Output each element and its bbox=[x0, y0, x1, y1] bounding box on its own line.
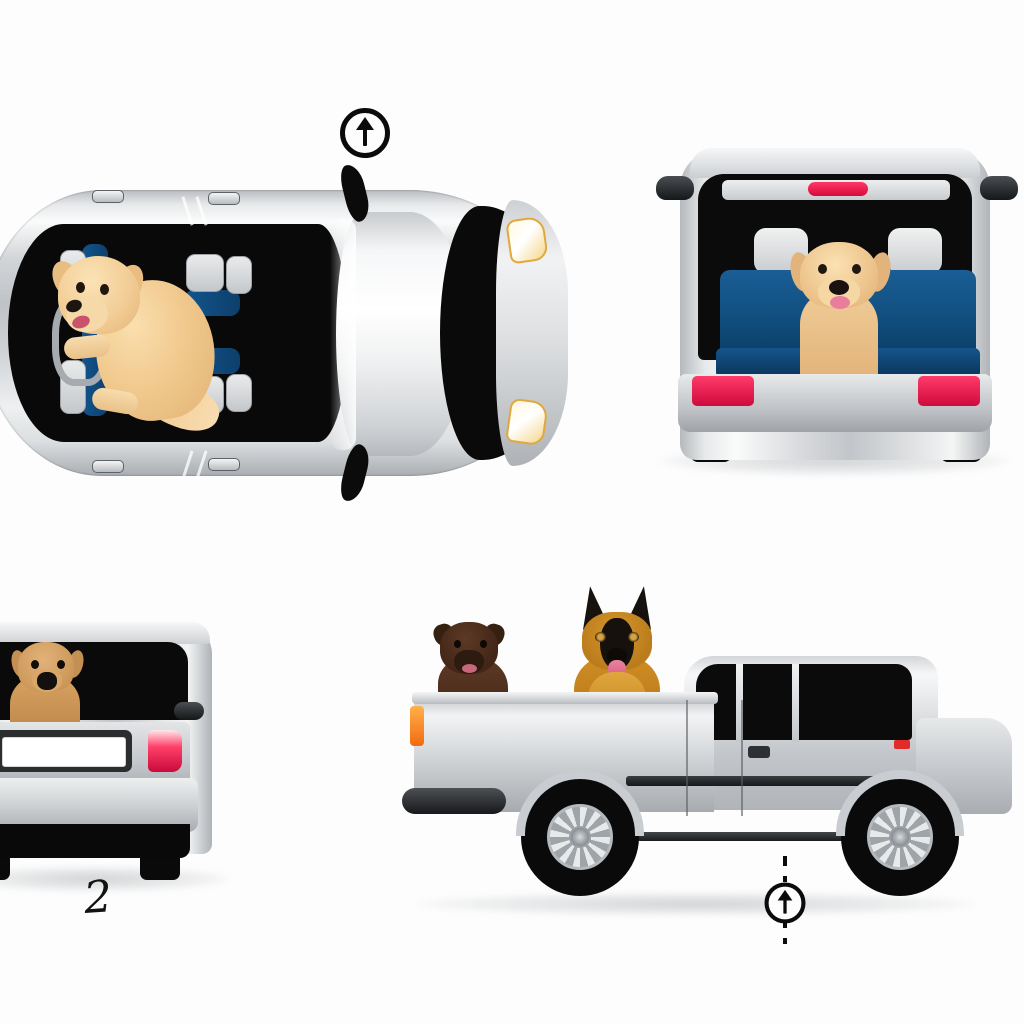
taillight-right bbox=[918, 376, 980, 406]
up-arrow-icon bbox=[356, 117, 374, 130]
car-windshield bbox=[330, 218, 356, 450]
handwritten-number-annotation: 2 bbox=[82, 871, 114, 924]
dog-nose bbox=[829, 280, 849, 295]
lower-valance bbox=[0, 824, 190, 858]
running-board bbox=[636, 832, 916, 841]
wagon-roof bbox=[690, 148, 980, 178]
panel-top-view-car bbox=[0, 162, 580, 504]
sedan-roof bbox=[0, 622, 210, 644]
door-handle bbox=[208, 458, 240, 471]
wheel-hub-front bbox=[889, 826, 911, 848]
rear-bumper bbox=[402, 788, 506, 814]
bed-rail bbox=[412, 692, 718, 704]
side-mirror-left bbox=[656, 176, 694, 200]
door-seam bbox=[686, 700, 688, 816]
arrow-shaft bbox=[783, 892, 787, 914]
dog-tongue bbox=[462, 664, 477, 673]
panel-pickup-truck-side bbox=[396, 584, 1024, 930]
wheel-rim-rear bbox=[547, 804, 613, 870]
dog-eye-right bbox=[852, 264, 861, 274]
wheel-left bbox=[0, 854, 10, 880]
dashed-guide-line-upper bbox=[783, 856, 787, 882]
panel-rear-view-wagon bbox=[650, 140, 1024, 500]
dashed-guide-line-lower bbox=[783, 918, 787, 944]
window-pillar bbox=[792, 664, 799, 742]
door-handle bbox=[208, 192, 240, 205]
dog-eye-right bbox=[480, 640, 487, 648]
dog-eye-left bbox=[31, 660, 39, 669]
door-handle bbox=[748, 746, 770, 758]
dog-eye-left bbox=[818, 264, 827, 274]
side-marker-light bbox=[894, 740, 910, 749]
wheel-hub-rear bbox=[569, 826, 591, 848]
headrest-rear-left-side bbox=[226, 256, 252, 294]
ground-shadow bbox=[0, 866, 230, 892]
wheel-right bbox=[140, 854, 180, 880]
cab-window-glass bbox=[696, 664, 912, 740]
dog-nose bbox=[37, 672, 57, 690]
headrest-right bbox=[888, 228, 942, 274]
window-pillar bbox=[736, 664, 743, 742]
rear-bumper bbox=[0, 778, 198, 832]
dog-eye-right bbox=[57, 660, 65, 669]
dog-eye-right bbox=[100, 284, 109, 295]
dog-nose bbox=[607, 648, 627, 663]
side-mirror-right bbox=[174, 702, 204, 720]
dog-eye-left bbox=[595, 632, 606, 642]
bed-marker-light bbox=[410, 706, 424, 746]
dog-eye-left bbox=[76, 282, 85, 293]
arrow-shaft bbox=[363, 120, 367, 146]
license-plate bbox=[2, 737, 126, 767]
taillight-left bbox=[692, 376, 754, 406]
up-arrow-icon bbox=[777, 889, 793, 901]
headrest-rear-left bbox=[186, 254, 224, 292]
side-moulding bbox=[626, 776, 918, 786]
door-handle bbox=[92, 460, 124, 473]
door-seam bbox=[741, 700, 743, 816]
ground-shadow bbox=[416, 892, 976, 916]
taillight-right bbox=[148, 730, 182, 772]
dog-tongue bbox=[830, 296, 850, 309]
panel-rear-view-sedan bbox=[0, 618, 242, 908]
high-mount-brake-light bbox=[808, 182, 868, 196]
direction-marker-top bbox=[340, 108, 390, 158]
door-handle bbox=[92, 190, 124, 203]
headrest-rear-right-side bbox=[226, 374, 252, 412]
dog-eye-left bbox=[454, 640, 461, 648]
side-mirror-right bbox=[980, 176, 1018, 200]
dog-eye-right bbox=[628, 632, 639, 642]
direction-marker-bottom bbox=[764, 882, 806, 924]
